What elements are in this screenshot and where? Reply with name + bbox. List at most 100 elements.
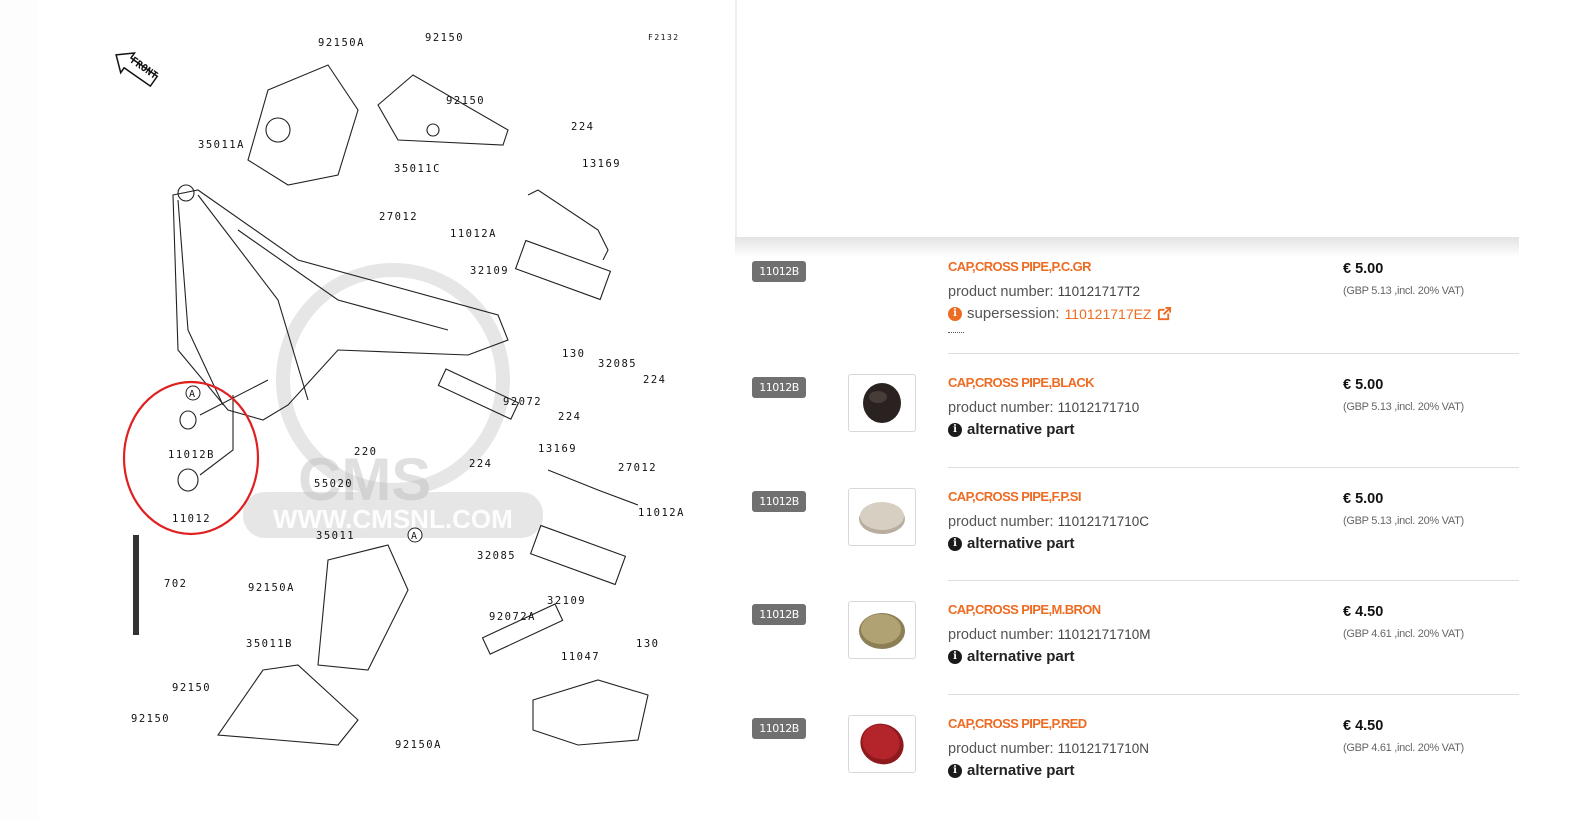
label-35011[interactable]: 35011 bbox=[316, 530, 355, 542]
alternative-part-label: alternative part bbox=[967, 421, 1075, 438]
alternative-part-label: alternative part bbox=[967, 762, 1075, 779]
product-number-value: 11012171710C bbox=[1057, 514, 1149, 529]
part-row: 11012B CAP,CROSS PIPE,F.P.SI product num… bbox=[735, 467, 1519, 581]
label-224[interactable]: 224 bbox=[469, 458, 492, 470]
ref-badge[interactable]: 11012B bbox=[752, 377, 806, 398]
watermark-logo: CMS bbox=[298, 446, 431, 513]
watermark-url: WWW.CMSNL.COM bbox=[273, 504, 513, 534]
price-gbp: (GBP 5.13 ,incl. 20% VAT) bbox=[1343, 285, 1464, 297]
label-11012B[interactable]: 11012B bbox=[168, 449, 215, 461]
product-number-label: product number: bbox=[948, 627, 1054, 643]
label-32085[interactable]: 32085 bbox=[477, 550, 516, 562]
product-number-label: product number: bbox=[948, 514, 1054, 530]
label-13169[interactable]: 13169 bbox=[582, 158, 621, 170]
label-92072A[interactable]: 92072A bbox=[489, 611, 536, 623]
label-27012[interactable]: 27012 bbox=[618, 462, 657, 474]
label-11012A[interactable]: 11012A bbox=[638, 507, 685, 519]
part-title-link[interactable]: CAP,CROSS PIPE,M.BRON bbox=[948, 602, 1101, 617]
label-130[interactable]: 130 bbox=[636, 638, 659, 650]
label-130[interactable]: 130 bbox=[562, 348, 585, 360]
ref-badge[interactable]: 11012B bbox=[752, 718, 806, 739]
part-title-link[interactable]: CAP,CROSS PIPE,P.C.GR bbox=[948, 259, 1092, 274]
info-icon[interactable]: i bbox=[948, 763, 962, 778]
price-eur: € 4.50 bbox=[1343, 604, 1384, 620]
product-number: product number: 11012171710M bbox=[948, 627, 1150, 643]
part-thumbnail[interactable] bbox=[848, 374, 916, 432]
rod-27012 bbox=[527, 189, 609, 261]
cap-black-image bbox=[863, 383, 901, 423]
part-row: 11012B CAP,CROSS PIPE,P.C.GR product num… bbox=[735, 237, 1519, 354]
plate-11047 bbox=[532, 679, 649, 746]
supersession-link[interactable]: 110121717EZ bbox=[1064, 305, 1152, 322]
label-32109[interactable]: 32109 bbox=[547, 595, 586, 607]
info-icon[interactable]: i bbox=[948, 536, 962, 551]
label-92150A[interactable]: 92150A bbox=[318, 37, 365, 49]
product-number-value: 11012171710 bbox=[1057, 400, 1140, 415]
price-eur: € 5.00 bbox=[1343, 491, 1384, 507]
cap-11012 bbox=[177, 468, 199, 492]
info-icon[interactable]: i bbox=[948, 306, 962, 321]
tray-32109-lower bbox=[529, 524, 627, 586]
row-separator bbox=[948, 467, 1519, 468]
label-220[interactable]: 220 bbox=[354, 446, 377, 458]
panel-shadow bbox=[735, 237, 1519, 257]
cap-red-image bbox=[860, 723, 904, 765]
product-number: product number: 11012171710 bbox=[948, 400, 1139, 416]
part-thumbnail[interactable] bbox=[848, 601, 916, 659]
part-title-link[interactable]: CAP,CROSS PIPE,F.P.SI bbox=[948, 489, 1081, 504]
exploded-view-drawing: CMS WWW.CMSNL.COM FRONT bbox=[115, 32, 685, 751]
part-title-link[interactable]: CAP,CROSS PIPE,P.RED bbox=[948, 716, 1087, 731]
price-gbp: (GBP 5.13 ,incl. 20% VAT) bbox=[1343, 515, 1464, 527]
product-number: product number: 11012171710C bbox=[948, 514, 1149, 530]
frame bbox=[172, 189, 509, 421]
ref-badge[interactable]: 11012B bbox=[752, 261, 806, 282]
parts-list: 11012B CAP,CROSS PIPE,P.C.GR product num… bbox=[735, 237, 1519, 819]
product-number: product number: 11012171710N bbox=[948, 741, 1149, 757]
ref-badge[interactable]: 11012B bbox=[752, 604, 806, 625]
label-92150[interactable]: 92150 bbox=[172, 682, 211, 694]
label-35011A[interactable]: 35011A bbox=[198, 139, 245, 151]
alternative-part-note: i alternative part bbox=[948, 535, 1149, 552]
parts-diagram[interactable]: CMS WWW.CMSNL.COM FRONT bbox=[38, 0, 735, 819]
price-gbp: (GBP 5.13 ,incl. 20% VAT) bbox=[1343, 401, 1464, 413]
label-35011C[interactable]: 35011C bbox=[394, 163, 441, 175]
label-35011B[interactable]: 35011B bbox=[246, 638, 293, 650]
label-32085[interactable]: 32085 bbox=[598, 358, 637, 370]
label-13169[interactable]: 13169 bbox=[538, 443, 577, 455]
label-92150[interactable]: 92150 bbox=[425, 32, 464, 44]
part-title-link[interactable]: CAP,CROSS PIPE,BLACK bbox=[948, 375, 1095, 390]
bracket-35011A bbox=[247, 64, 359, 186]
part-thumbnail[interactable] bbox=[848, 715, 916, 773]
alternative-part-label: alternative part bbox=[967, 535, 1075, 552]
product-number-label: product number: bbox=[948, 741, 1054, 757]
info-icon[interactable]: i bbox=[948, 649, 962, 664]
label-92072[interactable]: 92072 bbox=[503, 396, 542, 408]
label-224[interactable]: 224 bbox=[571, 121, 594, 133]
label-11047[interactable]: 11047 bbox=[561, 651, 600, 663]
label-224[interactable]: 224 bbox=[643, 374, 666, 386]
label-11012[interactable]: 11012 bbox=[172, 513, 211, 525]
supersession-note: i supersession: 110121717EZ bbox=[948, 305, 1172, 322]
label-32109[interactable]: 32109 bbox=[470, 265, 509, 277]
figure-code: F2132 bbox=[648, 33, 680, 42]
price-gbp: (GBP 4.61 ,incl. 20% VAT) bbox=[1343, 742, 1464, 754]
part-thumbnail[interactable] bbox=[848, 488, 916, 546]
label-92150A[interactable]: 92150A bbox=[248, 582, 295, 594]
product-number: product number: 110121717T2 bbox=[948, 284, 1172, 300]
label-224[interactable]: 224 bbox=[558, 411, 581, 423]
ref-badge[interactable]: 11012B bbox=[752, 491, 806, 512]
label-55020[interactable]: 55020 bbox=[314, 478, 353, 490]
row-separator bbox=[948, 353, 1519, 354]
label-11012A[interactable]: 11012A bbox=[450, 228, 497, 240]
price-eur: € 4.50 bbox=[1343, 718, 1384, 734]
label-92150[interactable]: 92150 bbox=[131, 713, 170, 725]
supersession-label: supersession: bbox=[967, 305, 1060, 322]
price-eur: € 5.00 bbox=[1343, 377, 1384, 393]
info-icon[interactable]: i bbox=[948, 422, 962, 437]
label-702[interactable]: 702 bbox=[164, 578, 187, 590]
label-27012[interactable]: 27012 bbox=[379, 211, 418, 223]
label-92150A[interactable]: 92150A bbox=[395, 739, 442, 751]
product-number-value: 11012171710M bbox=[1057, 627, 1151, 642]
label-92150[interactable]: 92150 bbox=[446, 95, 485, 107]
external-link-icon[interactable] bbox=[1157, 306, 1172, 321]
